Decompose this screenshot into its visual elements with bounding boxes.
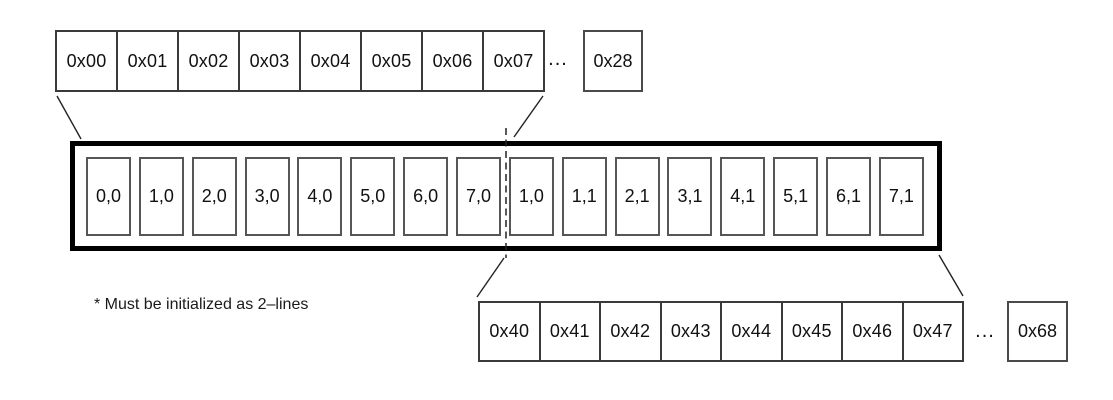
top-address-cell: 0x04	[299, 30, 362, 92]
top-address-cell: 0x07	[482, 30, 545, 92]
buffer-cell: 5,1	[773, 156, 819, 236]
top-address-cell: 0x02	[177, 30, 240, 92]
top-address-cell: 0x01	[116, 30, 179, 92]
buffer-cell: 2,1	[614, 156, 660, 236]
buffer-cell: 1,0	[138, 156, 184, 236]
footnote: * Must be initialized as 2–lines	[94, 296, 309, 313]
connector-top-right-line	[513, 95, 544, 138]
bottom-row-ellipsis: ...	[975, 320, 995, 342]
connector-bottom-right-line	[938, 254, 964, 297]
buffer-cell: 6,0	[403, 156, 449, 236]
buffer-cell: 7,1	[878, 156, 924, 236]
top-row-ellipsis: ...	[548, 48, 568, 70]
buffer-cell: 1,1	[561, 156, 607, 236]
bottom-address-cell: 0x42	[599, 301, 662, 362]
top-address-cell: 0x06	[421, 30, 484, 92]
bottom-address-cell: 0x46	[841, 301, 904, 362]
buffer-cell: 7,0	[456, 156, 502, 236]
top-address-cell: 0x03	[238, 30, 301, 92]
buffer-cell: 5,0	[350, 156, 396, 236]
bottom-address-cell: 0x45	[780, 301, 843, 362]
connector-bottom-left-line	[476, 257, 505, 298]
bottom-address-cell: 0x41	[538, 301, 601, 362]
buffer-cell: 6,1	[826, 156, 872, 236]
bottom-address-cell: 0x47	[901, 301, 964, 362]
buffer-cell: 0,0	[86, 156, 131, 236]
buffer-cell: 4,1	[720, 156, 766, 236]
buffer-cell: 2,0	[191, 156, 237, 236]
buffer-cell: 3,0	[244, 156, 290, 236]
buffer-cell: 1,0	[508, 156, 554, 236]
bottom-address-row: 0x40 0x41 0x42 0x43 0x44 0x45 0x46 0x47	[478, 301, 964, 362]
connector-top-left-line	[56, 95, 82, 140]
buffer-cell: 4,0	[297, 156, 343, 236]
buffer-cell: 3,1	[667, 156, 713, 236]
top-address-cell: 0x00	[55, 30, 118, 92]
bottom-address-cell: 0x40	[478, 301, 541, 362]
bottom-row-tail-address-cell: 0x68	[1007, 301, 1068, 362]
top-address-cell: 0x05	[360, 30, 423, 92]
bottom-address-cell: 0x44	[720, 301, 783, 362]
bottom-address-cell: 0x43	[659, 301, 722, 362]
top-address-row: 0x00 0x01 0x02 0x03 0x04 0x05 0x06 0x07	[55, 30, 545, 92]
display-buffer-box: 0,0 1,0 2,0 3,0 4,0 5,0 6,0 7,0 1,0 1,1 …	[70, 141, 942, 251]
top-row-tail-address-cell: 0x28	[583, 30, 643, 92]
